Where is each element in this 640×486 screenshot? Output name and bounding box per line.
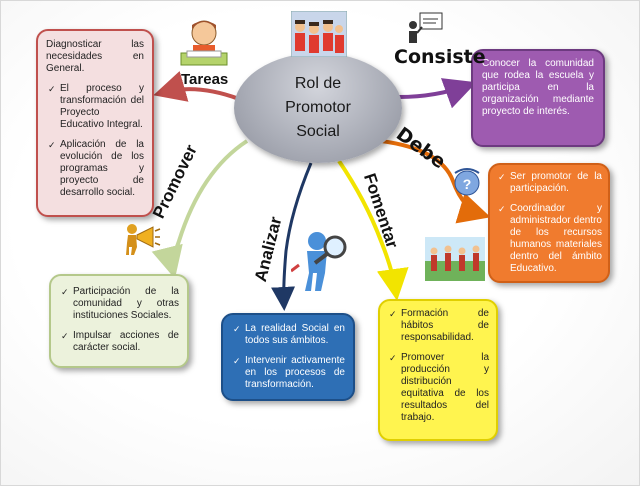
fomentar-item-1: Formación de hábitos de responsabilidad. bbox=[387, 308, 489, 344]
tareas-item-2: El proceso y transformación del Proyecto… bbox=[46, 83, 144, 131]
student-writing-icon bbox=[180, 20, 228, 66]
tareas-item-1: Diagnosticar las necesidades en General. bbox=[46, 39, 144, 74]
presenter-icon bbox=[409, 12, 443, 43]
consiste-label: Consiste bbox=[394, 46, 486, 68]
connector-debe bbox=[380, 139, 491, 224]
central-topic-label: Rol de Promotor Social bbox=[285, 75, 351, 140]
promover-box: Participación de la comunidad y otras in… bbox=[49, 274, 189, 368]
analizar-item-2: Intervenir activamente en los procesos d… bbox=[231, 355, 345, 391]
tareas-box: Diagnosticar las necesidades en General.… bbox=[36, 29, 154, 217]
promover-item-2: Impulsar acciones de carácter social. bbox=[59, 330, 179, 354]
tareas-label: Tareas bbox=[181, 71, 229, 88]
connector-tareas bbox=[153, 71, 240, 102]
fomentar-item-2: Promover la producción y distribución eq… bbox=[387, 352, 489, 424]
people-meeting-icon bbox=[425, 237, 485, 281]
tareas-item-3: Aplicación de la evolución de los progra… bbox=[46, 139, 144, 199]
svg-text:?: ? bbox=[463, 176, 472, 192]
analizar-item-1: La realidad Social en todos sus ámbitos. bbox=[231, 323, 345, 347]
connector-analizar bbox=[271, 162, 313, 311]
fomentar-box: Formación de hábitos de responsabilidad.… bbox=[378, 299, 498, 441]
central-topic-ellipse: Rol de Promotor Social bbox=[234, 53, 402, 163]
analizar-box: La realidad Social en todos sus ámbitos.… bbox=[221, 313, 355, 401]
debe-box: Ser promotor de la participación. Coordi… bbox=[488, 163, 610, 283]
consiste-text: Conocer la comunidad que rodea la escuel… bbox=[482, 58, 594, 117]
promover-item-1: Participación de la comunidad y otras in… bbox=[59, 286, 179, 322]
megaphone-person-icon bbox=[126, 224, 161, 255]
connector-fomentar bbox=[337, 159, 409, 301]
magnifier-person-icon bbox=[291, 232, 347, 291]
group-of-people-icon bbox=[291, 11, 347, 57]
connector-consiste bbox=[398, 78, 477, 109]
question-face-icon: ? bbox=[454, 168, 480, 196]
consiste-box: Conocer la comunidad que rodea la escuel… bbox=[471, 49, 605, 147]
debe-item-2: Coordinador y administrador dentro de lo… bbox=[496, 203, 602, 275]
debe-item-1: Ser promotor de la participación. bbox=[496, 171, 602, 195]
connector-promover bbox=[151, 139, 249, 279]
